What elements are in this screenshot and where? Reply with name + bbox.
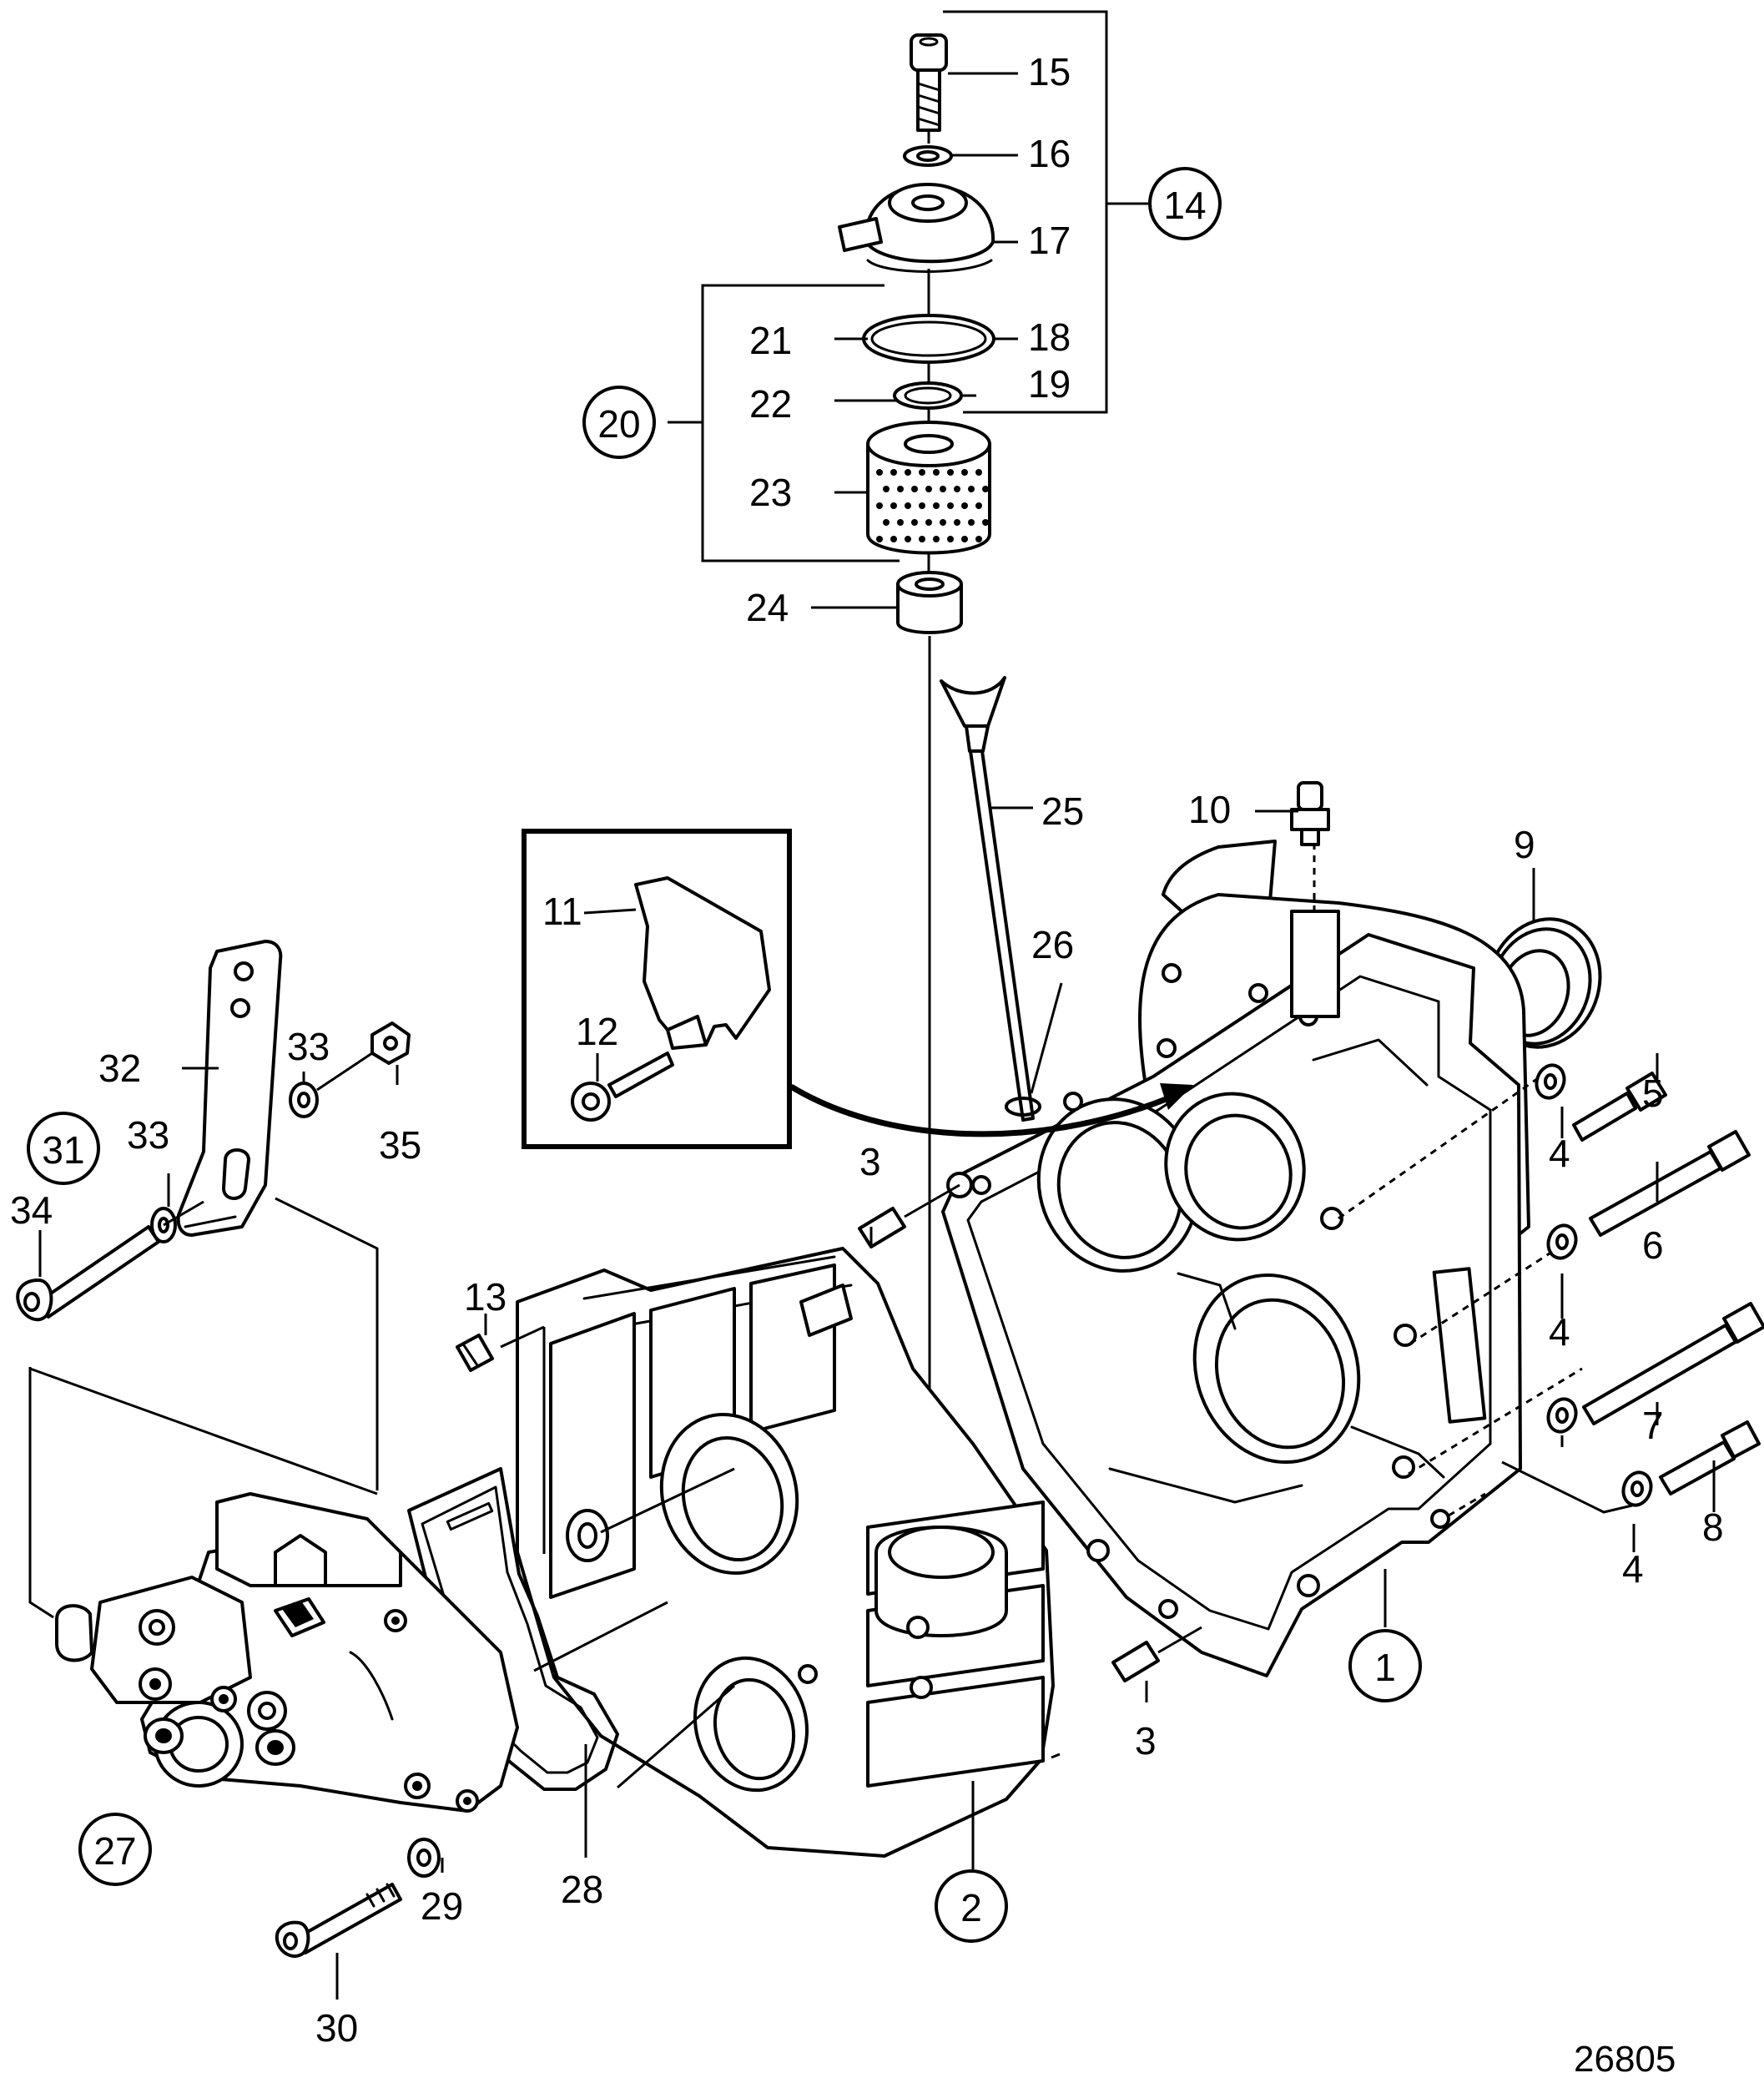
part-17-cover [838,183,995,273]
callout-1: 1 [1374,1646,1396,1689]
part-24-spacer [896,571,963,634]
callout-34: 34 [10,1188,53,1232]
part-15-screw [910,33,948,132]
part-16-washer [903,145,953,167]
callout-3a: 3 [859,1140,881,1183]
part-26-seal-ring [1005,1097,1041,1117]
part-29-washer [407,1838,441,1878]
part-35-nut [316,1021,411,1092]
callout-15: 15 [1028,50,1071,93]
callout-7: 7 [1642,1404,1664,1447]
part-27-pump [55,1492,519,1813]
part-34-bolt [16,1200,204,1322]
part-10-sensor [1290,781,1330,846]
callout-17: 17 [1028,219,1071,262]
callout-4a: 4 [1549,1132,1570,1175]
callout-24: 24 [746,586,789,629]
figure-number: 26805 [1574,2039,1676,2080]
callout-9: 9 [1514,823,1535,866]
callout-2: 2 [960,1886,982,1929]
part-18-o-ring [862,314,995,364]
part-5-bolt [1572,1072,1667,1142]
callout-18: 18 [1028,315,1071,359]
callout-13: 13 [464,1275,507,1319]
part-7-bolt [1582,1302,1764,1425]
callout-6: 6 [1642,1223,1664,1267]
callout-4b: 4 [1549,1310,1570,1354]
callout-30: 30 [315,2006,358,2050]
callout-14: 14 [1163,184,1206,227]
part-25-dipstick [940,676,1035,1122]
part-2-front-housing [516,1247,1061,1858]
callout-3b: 3 [1135,1719,1157,1763]
callout-33a: 33 [287,1025,330,1068]
callout-20: 20 [597,402,640,446]
callout-10: 10 [1188,788,1231,831]
callout-labels: 15 16 17 18 19 21 22 23 24 25 26 10 9 5 … [10,50,1724,2080]
callout-16: 16 [1028,132,1071,175]
callout-33b: 33 [127,1113,169,1157]
circled-callouts: 14 20 1 2 31 27 [27,167,1422,1943]
leader-lines [38,10,1716,2000]
callout-5: 5 [1642,1072,1664,1115]
callout-21: 21 [749,319,792,362]
callout-35: 35 [379,1123,421,1167]
part-32-bracket [176,940,283,1237]
leader-frame-lines [28,1197,379,1619]
callout-31: 31 [42,1128,84,1172]
callout-12: 12 [576,1010,618,1053]
callout-26: 26 [1031,923,1074,966]
callout-29: 29 [421,1884,463,1928]
part-6-bolt [1589,1130,1751,1237]
callout-11: 11 [542,890,582,933]
filter-assembly [838,33,995,1519]
callout-25: 25 [1041,789,1084,833]
callout-22: 22 [749,382,792,426]
callout-27: 27 [93,1829,136,1873]
part-8-bolt [1659,1420,1761,1495]
part-13-plug [456,1325,546,1554]
callout-4c: 4 [1622,1547,1644,1591]
callout-23: 23 [749,471,792,514]
part-4-washers [1535,1063,1653,1507]
part-30-bolt [275,1883,402,1958]
callout-8: 8 [1702,1505,1724,1549]
callout-19: 19 [1028,362,1071,406]
detail-inset [522,829,1193,1149]
part-19-seal [893,381,963,410]
callout-32: 32 [98,1047,141,1090]
callout-28: 28 [561,1868,603,1911]
part-23-filter-element [866,421,991,555]
